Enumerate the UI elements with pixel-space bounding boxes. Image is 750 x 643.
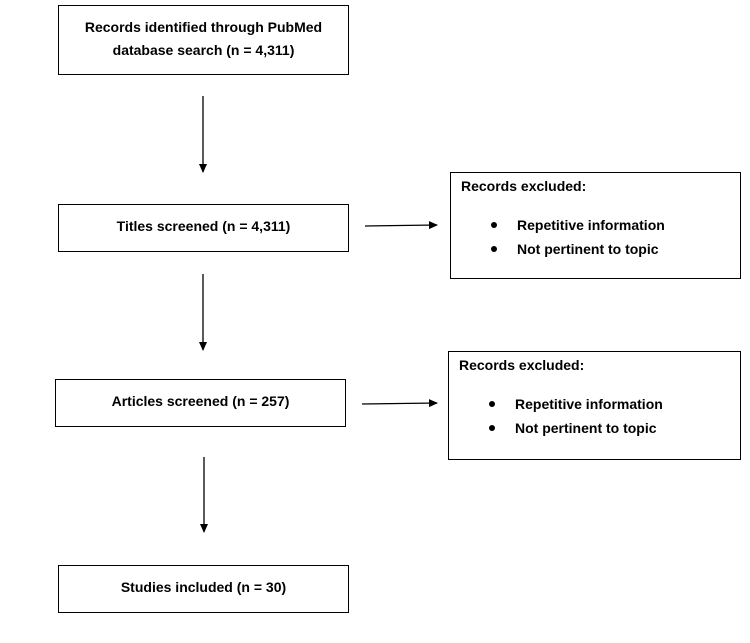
studies-included-text: Studies included (n = 30) (120, 579, 287, 595)
articles-screened-box: Articles screened (n = 257) (55, 379, 346, 427)
arrow-titles-to-exclusion (364, 221, 438, 230)
studies-included-box: Studies included (n = 30) (58, 565, 349, 613)
exclusion-list: Repetitive information Not pertinent to … (489, 392, 663, 440)
arrow-articles-to-exclusion (361, 399, 438, 408)
identified-box: Records identified through PubMed databa… (58, 5, 349, 75)
exclusion-title: Records excluded: (461, 178, 587, 194)
exclusion-box-2: Records excluded: Repetitive information… (448, 351, 741, 460)
exclusion-list: Repetitive information Not pertinent to … (491, 213, 665, 261)
titles-screened-text: Titles screened (n = 4,311) (116, 218, 291, 234)
exclusion-item: Repetitive information (489, 392, 663, 416)
titles-screened-box: Titles screened (n = 4,311) (58, 204, 349, 252)
exclusion-item: Repetitive information (491, 213, 665, 237)
exclusion-item: Not pertinent to topic (489, 416, 663, 440)
exclusion-title: Records excluded: (459, 357, 585, 373)
exclusion-item: Not pertinent to topic (491, 237, 665, 261)
exclusion-box-1: Records excluded: Repetitive information… (450, 172, 741, 279)
articles-screened-text: Articles screened (n = 257) (111, 393, 290, 409)
identified-text: Records identified through PubMed databa… (84, 19, 323, 58)
